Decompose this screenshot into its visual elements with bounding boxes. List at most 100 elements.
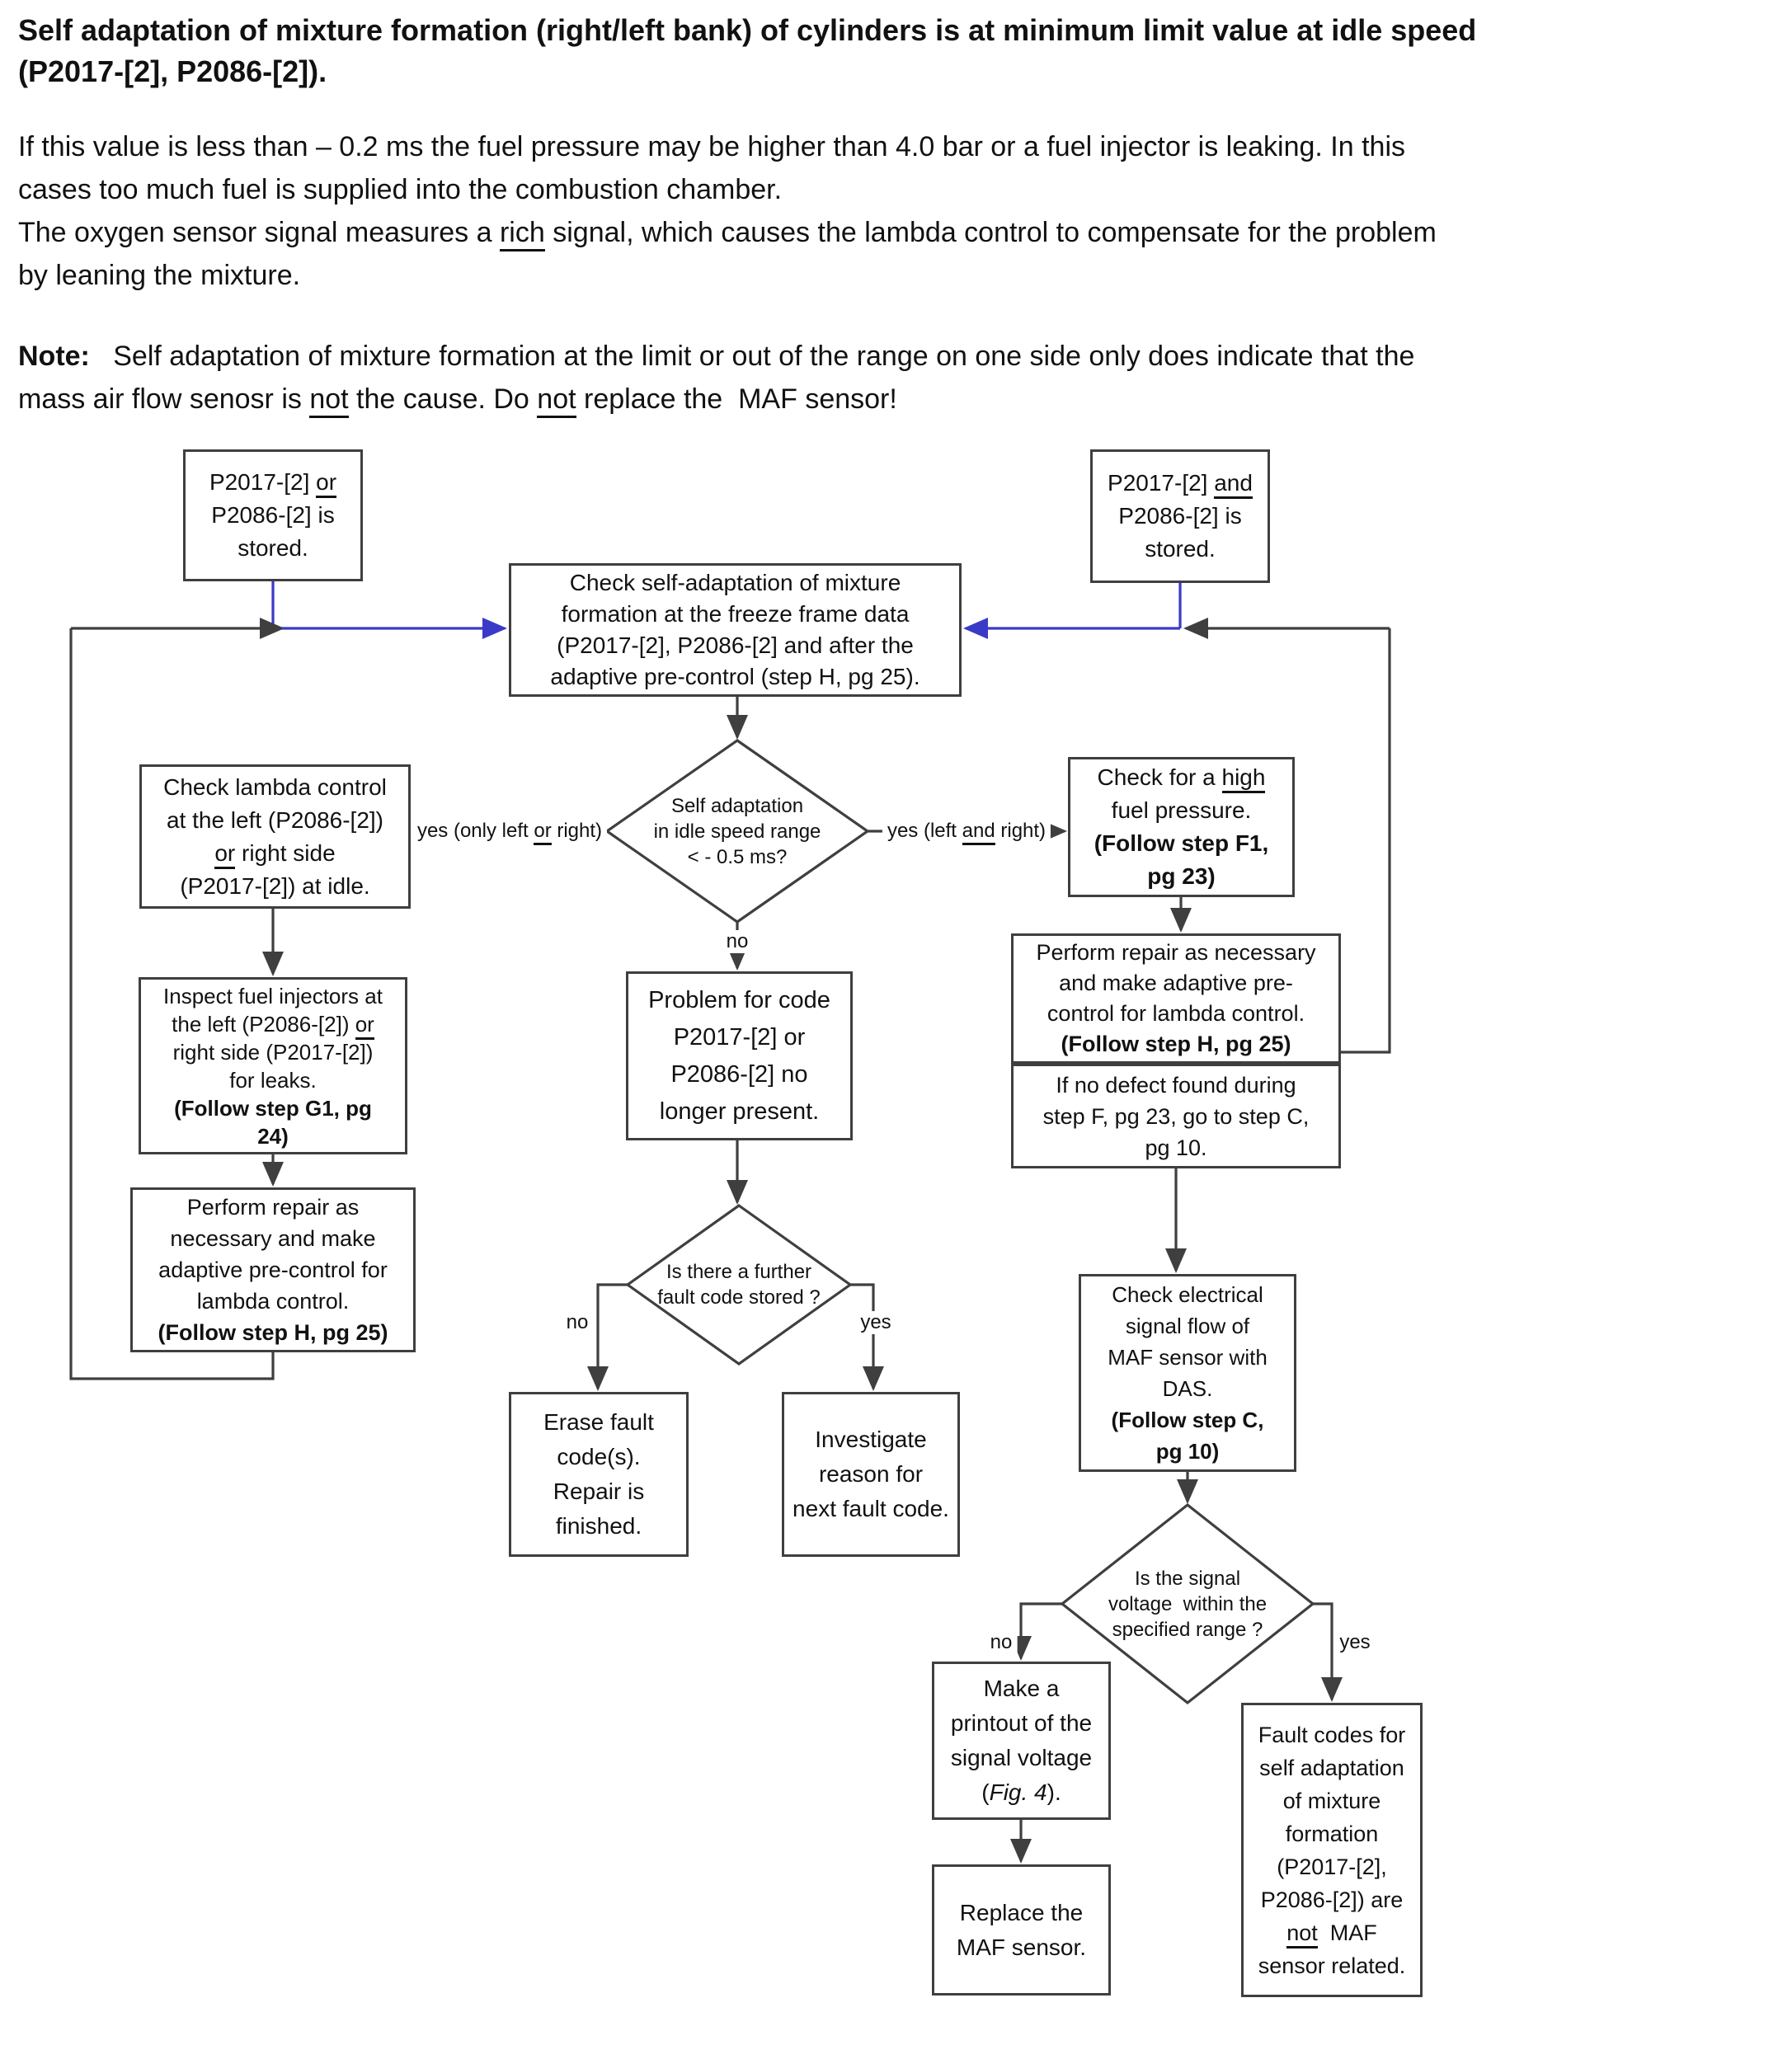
text-line: voltage within the bbox=[1108, 1592, 1268, 1615]
text-line: P2017-[2] or bbox=[673, 1023, 806, 1051]
text-line: cases too much fuel is supplied into the… bbox=[18, 174, 783, 205]
text-line: Perform repair as bbox=[186, 1195, 360, 1220]
text-line: formation at the freeze frame data bbox=[561, 601, 910, 627]
text-line: Is the signal bbox=[1134, 1567, 1241, 1590]
flow-label-yes-only-left-or-right: yes (only left or right) bbox=[412, 820, 608, 845]
text-line: Make a bbox=[983, 1676, 1060, 1701]
text-line: MAF sensor. bbox=[956, 1934, 1087, 1960]
text-line: (Follow step C, bbox=[1111, 1408, 1264, 1432]
text-line: by leaning the mixture. bbox=[18, 260, 301, 291]
flow-edge-diamond2-no bbox=[587, 1283, 628, 1391]
text-line: longer present. bbox=[659, 1098, 820, 1125]
text-line: Check electrical bbox=[1112, 1282, 1263, 1307]
text-line: Self adaptation of mixture formation (ri… bbox=[18, 13, 1477, 47]
text-line: code(s). bbox=[557, 1444, 641, 1469]
text-line: for leaks. bbox=[229, 1067, 317, 1093]
text-line: (P2017-[2], P2086-[2]). bbox=[18, 54, 327, 88]
text-line: Problem for code bbox=[648, 986, 830, 1013]
text-line: finished. bbox=[555, 1513, 642, 1539]
text-line: printout of the bbox=[950, 1710, 1093, 1736]
text-line: fuel pressure. bbox=[1111, 797, 1252, 823]
text-line: not MAF bbox=[1286, 1916, 1377, 1949]
flow-node-investigate-reason: Investigate reason for next fault code. bbox=[782, 1392, 960, 1557]
text-line: stored. bbox=[238, 535, 308, 561]
flow-label-yes-3: yes bbox=[1334, 1631, 1376, 1654]
text-line: (Follow step H, pg 25) bbox=[1061, 1032, 1291, 1056]
text-line: next fault code. bbox=[793, 1496, 949, 1521]
text-line: Note: Self adaptation of mixture formati… bbox=[18, 341, 1415, 372]
flow-node-perform-repair-right: Perform repair as necessary and make adap… bbox=[1011, 933, 1341, 1064]
flow-edge-diamond2-yes bbox=[850, 1283, 884, 1391]
text-line: or right side bbox=[214, 837, 336, 870]
text-line: signal flow of bbox=[1125, 1314, 1250, 1338]
text-line: Is there a further bbox=[666, 1261, 812, 1283]
text-line: specified range ? bbox=[1112, 1618, 1263, 1641]
intro-paragraph: If this value is less than – 0.2 ms the … bbox=[18, 125, 1783, 297]
flow-label-no-1: no bbox=[721, 930, 754, 953]
text-line: in idle speed range bbox=[653, 820, 821, 843]
text-line: If this value is less than – 0.2 ms the … bbox=[18, 131, 1406, 162]
text-line: (Follow step H, pg 25) bbox=[158, 1320, 388, 1345]
flow-diamond-further-fault-code-stored bbox=[625, 1204, 853, 1366]
text-line: Investigate bbox=[815, 1427, 927, 1452]
text-line: (Follow step G1, pg bbox=[174, 1095, 372, 1121]
flow-label-yes-left-and-right: yes (left and right) bbox=[882, 820, 1051, 845]
text-line: (P2017-[2], bbox=[1277, 1854, 1387, 1879]
text-line: and make adaptive pre- bbox=[1059, 971, 1293, 995]
flow-edge-loop-left-return bbox=[69, 628, 275, 1380]
text-line: DAS. bbox=[1162, 1376, 1213, 1401]
text-line: at the left (P2086-[2]) bbox=[166, 806, 384, 833]
text-line: (Follow step F1, bbox=[1094, 830, 1269, 856]
text-line: pg 10. bbox=[1145, 1135, 1207, 1160]
text-line: sensor related. bbox=[1258, 1953, 1406, 1978]
note-paragraph: Note: Self adaptation of mixture formati… bbox=[18, 335, 1783, 421]
flow-diamond-signal-voltage-in-range bbox=[1060, 1502, 1315, 1705]
text-line: signal voltage bbox=[950, 1745, 1093, 1770]
flow-label-no-2: no bbox=[561, 1311, 594, 1334]
text-line: adaptive pre-control for bbox=[158, 1257, 388, 1282]
text-line: Check self-adaptation of mixture bbox=[569, 570, 901, 595]
text-line: Check lambda control bbox=[163, 773, 387, 800]
flow-node-check-self-adaptation: Check self-adaptation of mixture formatio… bbox=[509, 563, 962, 697]
text-line: P2017-[2] and bbox=[1108, 467, 1253, 500]
text-line: P2017-[2] or bbox=[209, 466, 337, 499]
text-line: formation bbox=[1285, 1821, 1379, 1846]
flow-node-check-electrical-signal: Check electrical signal flow of MAF sensor… bbox=[1079, 1274, 1296, 1472]
flow-edge-diamond3-no bbox=[1010, 1602, 1062, 1661]
text-line: adaptive pre-control (step H, pg 25). bbox=[550, 664, 920, 689]
text-line: Inspect fuel injectors at bbox=[163, 983, 383, 1008]
page-title: Self adaptation of mixture formation (ri… bbox=[18, 10, 1775, 92]
text-line: < - 0.5 ms? bbox=[687, 845, 788, 868]
flow-edge-diamond3-yes bbox=[1313, 1602, 1343, 1702]
text-line: If no defect found during bbox=[1056, 1072, 1296, 1098]
text-line: stored. bbox=[1145, 536, 1216, 562]
text-line: P2086-[2]) are bbox=[1260, 1887, 1404, 1912]
shapes-layer bbox=[604, 739, 1315, 1705]
text-line: step F, pg 23, go to step C, bbox=[1042, 1103, 1310, 1129]
flow-edge-loop-right-return bbox=[1341, 628, 1391, 1054]
text-line: Perform repair as necessary bbox=[1036, 940, 1316, 965]
flow-node-check-high-fuel-pressure: Check for a high fuel pressure. (Follow st… bbox=[1068, 757, 1295, 897]
text-line: control for lambda control. bbox=[1047, 1001, 1305, 1026]
text-line: Check for a high bbox=[1098, 761, 1266, 794]
text-line: reason for bbox=[818, 1461, 924, 1487]
flow-label-no-3: no bbox=[985, 1631, 1018, 1654]
text-line: mass air flow senosr is not the cause. D… bbox=[18, 378, 1783, 421]
flow-label-yes-2: yes bbox=[855, 1311, 896, 1334]
text-line: MAF sensor with bbox=[1108, 1345, 1268, 1370]
text-line: of mixture bbox=[1282, 1788, 1381, 1813]
flow-node-if-no-defect-found: If no defect found during step F, pg 23, … bbox=[1011, 1064, 1341, 1168]
text-line: necessary and make bbox=[170, 1226, 376, 1251]
text-line: Erase fault bbox=[543, 1409, 654, 1435]
text-line: The oxygen sensor signal measures a rich… bbox=[18, 211, 1783, 254]
